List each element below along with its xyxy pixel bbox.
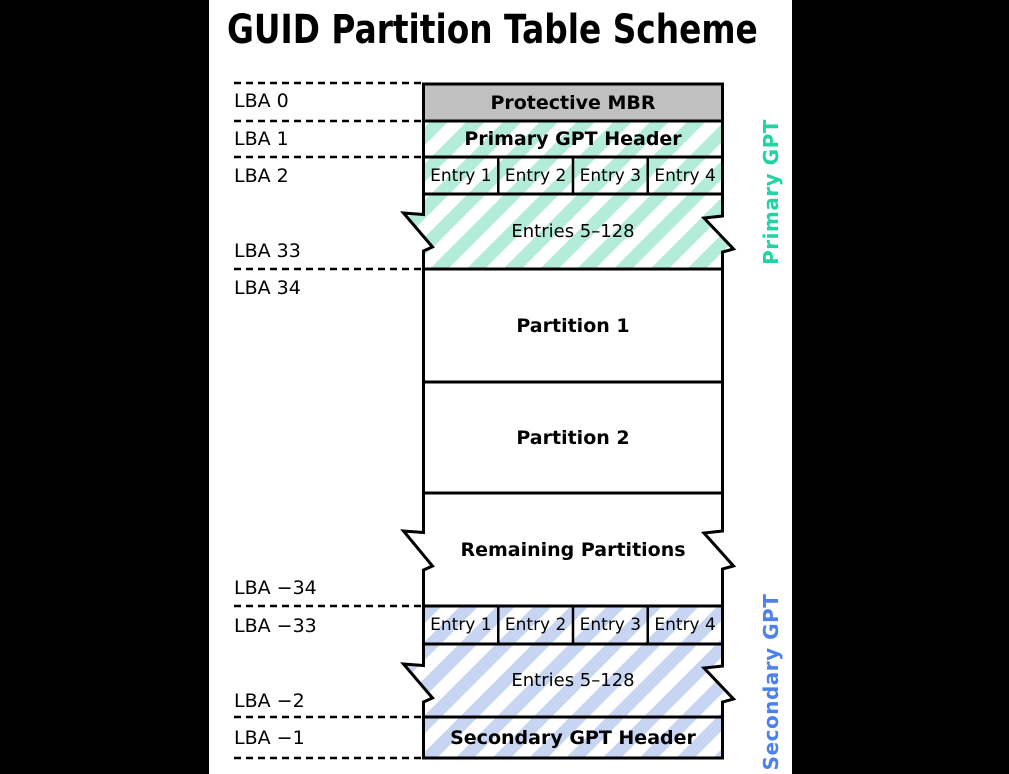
secondary-entry-3-label: Entry 3 [579, 615, 642, 635]
lba-label-minus2: LBA −2 [234, 690, 305, 712]
secondary-entry-2-label: Entry 2 [504, 615, 567, 635]
lba-label-34: LBA 34 [234, 277, 301, 299]
secondary-entry-1-label: Entry 1 [430, 615, 492, 635]
primary-entries-5-128-label: Entries 5–128 [511, 221, 635, 242]
lba-label-minus34: LBA −34 [234, 577, 317, 599]
page-title: GUID Partition Table Scheme [227, 7, 758, 53]
primary-entry-1-label: Entry 1 [430, 165, 492, 186]
primary-entry-4-label: Entry 4 [654, 165, 716, 186]
secondary-entries-5-128-label: Entries 5–128 [511, 670, 635, 691]
lba-label-minus1: LBA −1 [234, 727, 305, 749]
secondary-entry-4-label: Entry 4 [654, 615, 716, 635]
lba-label-2: LBA 2 [234, 165, 289, 187]
primary-gpt-side-label: Primary GPT [759, 119, 783, 265]
partition-1-block [422, 267, 724, 384]
lba-label-1: LBA 1 [234, 128, 289, 150]
primary-entry-2-label: Entry 2 [504, 165, 567, 186]
lba-label-0: LBA 0 [234, 90, 289, 112]
lba-label-33: LBA 33 [234, 240, 301, 262]
partition-2-label: Partition 2 [516, 426, 630, 449]
protective-mbr-label: Protective MBR [490, 91, 656, 114]
entry-cell-separators [497, 157, 649, 644]
secondary-gpt-header-block [422, 715, 724, 760]
lba-dashed-lines [234, 81, 422, 760]
lba-label-minus33: LBA −33 [234, 615, 317, 637]
primary-gpt-header-label: Primary GPT Header [464, 128, 682, 150]
protective-mbr-block [422, 82, 724, 123]
secondary-gpt-header-label: Secondary GPT Header [450, 726, 696, 749]
partition-1-label: Partition 1 [516, 314, 630, 337]
partition-2-block [422, 380, 724, 495]
remaining-partitions-label: Remaining Partitions [460, 538, 686, 561]
secondary-gpt-side-label: Secondary GPT [759, 593, 783, 771]
primary-entry-3-label: Entry 3 [579, 165, 642, 186]
